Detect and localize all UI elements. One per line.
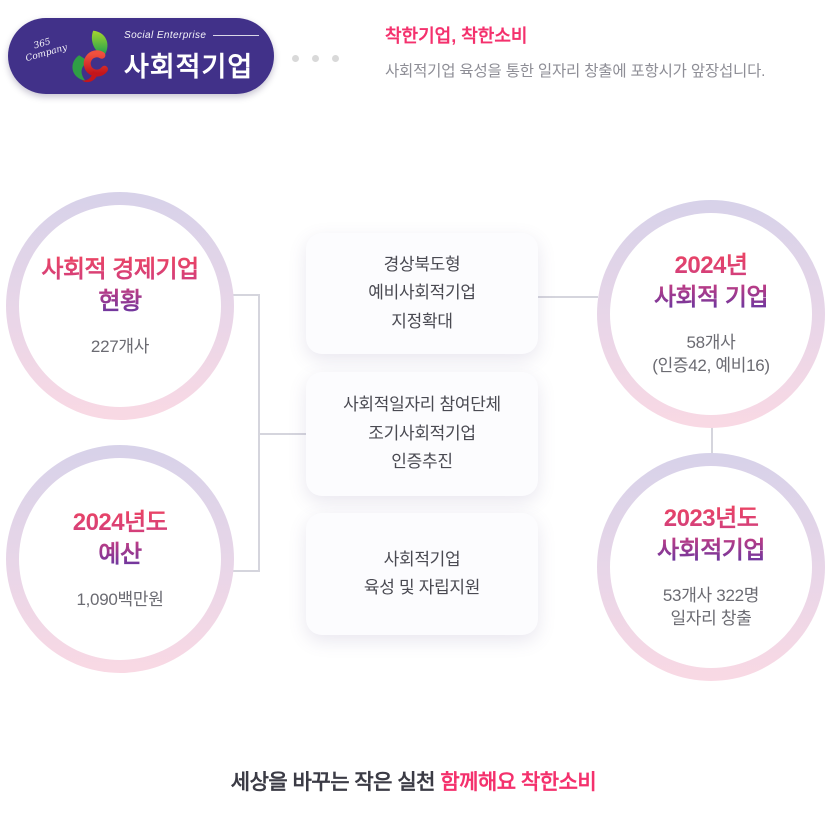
stat-circle-value: 1,090백만원	[76, 588, 163, 612]
title-line: 사회적 경제기업	[41, 255, 199, 283]
value-line: (인증42, 예비16)	[652, 356, 770, 376]
e-shape	[83, 50, 108, 77]
stat-circle-body: 2023년도 사회적기업 53개사 322명 일자리 창출	[610, 466, 812, 668]
title-line: 사회적기업	[657, 536, 765, 564]
box-line: 경상북도형	[383, 254, 461, 274]
value-line: 58개사	[686, 332, 736, 352]
info-box-text: 사회적일자리 참여단체 조기사회적기업 인증추진	[343, 391, 501, 476]
stat-circle-body: 2024년 사회적 기업 58개사 (인증42, 예비16)	[610, 213, 812, 415]
stat-circle-value: 58개사 (인증42, 예비16)	[652, 331, 770, 379]
title-line: 예산	[98, 540, 142, 568]
stat-circle-2024-budget: 2024년도 예산 1,090백만원	[6, 445, 234, 673]
box-line: 사회적기업	[383, 549, 461, 569]
title-line: 2023년도	[663, 504, 759, 532]
box-line: 인증추진	[391, 452, 453, 472]
value-line: 227개사	[90, 336, 150, 356]
stat-circle-title: 2024년 사회적 기업	[654, 250, 768, 314]
connector-line	[225, 294, 259, 296]
connector-line	[259, 433, 307, 435]
tagline-prefix: 세상을 바꾸는 작은 실천	[230, 771, 441, 794]
logo-subtitle: Social Enterprise	[124, 30, 207, 41]
info-box-fostering-support: 사회적기업 육성 및 자립지원	[306, 513, 538, 635]
stat-circle-2023-enterprises: 2023년도 사회적기업 53개사 322명 일자리 창출	[597, 453, 825, 681]
footer-tagline: 세상을 바꾸는 작은 실천 함께해요 착한소비	[0, 766, 827, 796]
info-box-certification-promotion: 사회적일자리 참여단체 조기사회적기업 인증추진	[306, 372, 538, 496]
ellipsis-dots-icon	[292, 55, 339, 62]
connector-line	[225, 570, 259, 572]
logo-divider-line	[213, 35, 260, 36]
info-box-designation-expansion: 경상북도형 예비사회적기업 지정확대	[306, 233, 538, 354]
logo-script-text: 365 Company	[24, 37, 69, 65]
title-line: 사회적 기업	[653, 283, 769, 311]
tagline-highlight: 함께해요 착한소비	[440, 771, 597, 794]
slogan-title: 착한기업, 착한소비	[385, 26, 528, 46]
value-line: 53개사 322명	[662, 585, 760, 605]
stat-circle-value: 227개사	[91, 335, 149, 359]
logo-text-block: Social Enterprise 사회적기업	[124, 30, 260, 84]
logo-title: 사회적기업	[124, 52, 254, 82]
stat-circle-body: 사회적 경제기업 현황 227개사	[19, 205, 221, 407]
stat-circle-2024-enterprises: 2024년 사회적 기업 58개사 (인증42, 예비16)	[597, 200, 825, 428]
stat-circle-body: 2024년도 예산 1,090백만원	[19, 458, 221, 660]
social-enterprise-flower-icon	[72, 30, 108, 83]
stat-circle-title: 2023년도 사회적기업	[657, 503, 765, 567]
box-line: 육성 및 자립지원	[363, 578, 481, 597]
box-line: 조기사회적기업	[368, 423, 476, 443]
stat-circle-title: 2024년도 예산	[73, 507, 168, 571]
social-enterprise-logo-banner: 365 Company Social Enterprise 사회적기업	[8, 18, 274, 94]
logo-subtitle-row: Social Enterprise	[124, 30, 260, 41]
connector-line	[537, 296, 598, 298]
title-line: 2024년도	[72, 508, 168, 536]
stat-circle-value: 53개사 322명 일자리 창출	[662, 584, 760, 632]
value-line: 일자리 창출	[670, 609, 752, 629]
leaf-shape	[91, 30, 108, 56]
dot-icon	[292, 55, 299, 62]
stat-circle-economy-status: 사회적 경제기업 현황 227개사	[6, 192, 234, 420]
title-line: 2024년	[674, 251, 748, 279]
info-box-text: 사회적기업 육성 및 자립지원	[363, 546, 481, 603]
dot-icon	[332, 55, 339, 62]
box-line: 지정확대	[391, 311, 453, 331]
value-line: 1,090백만원	[76, 589, 164, 609]
dot-icon	[312, 55, 319, 62]
stat-circle-title: 사회적 경제기업 현황	[41, 254, 198, 318]
title-line: 현황	[98, 287, 142, 315]
info-box-text: 경상북도형 예비사회적기업 지정확대	[368, 251, 476, 336]
connector-line	[711, 425, 713, 454]
box-line: 예비사회적기업	[368, 283, 476, 303]
tail-shape	[81, 71, 98, 83]
slogan-description: 사회적기업 육성을 통한 일자리 창출에 포항시가 앞장섭니다.	[385, 63, 766, 80]
box-line: 사회적일자리 참여단체	[343, 395, 501, 415]
